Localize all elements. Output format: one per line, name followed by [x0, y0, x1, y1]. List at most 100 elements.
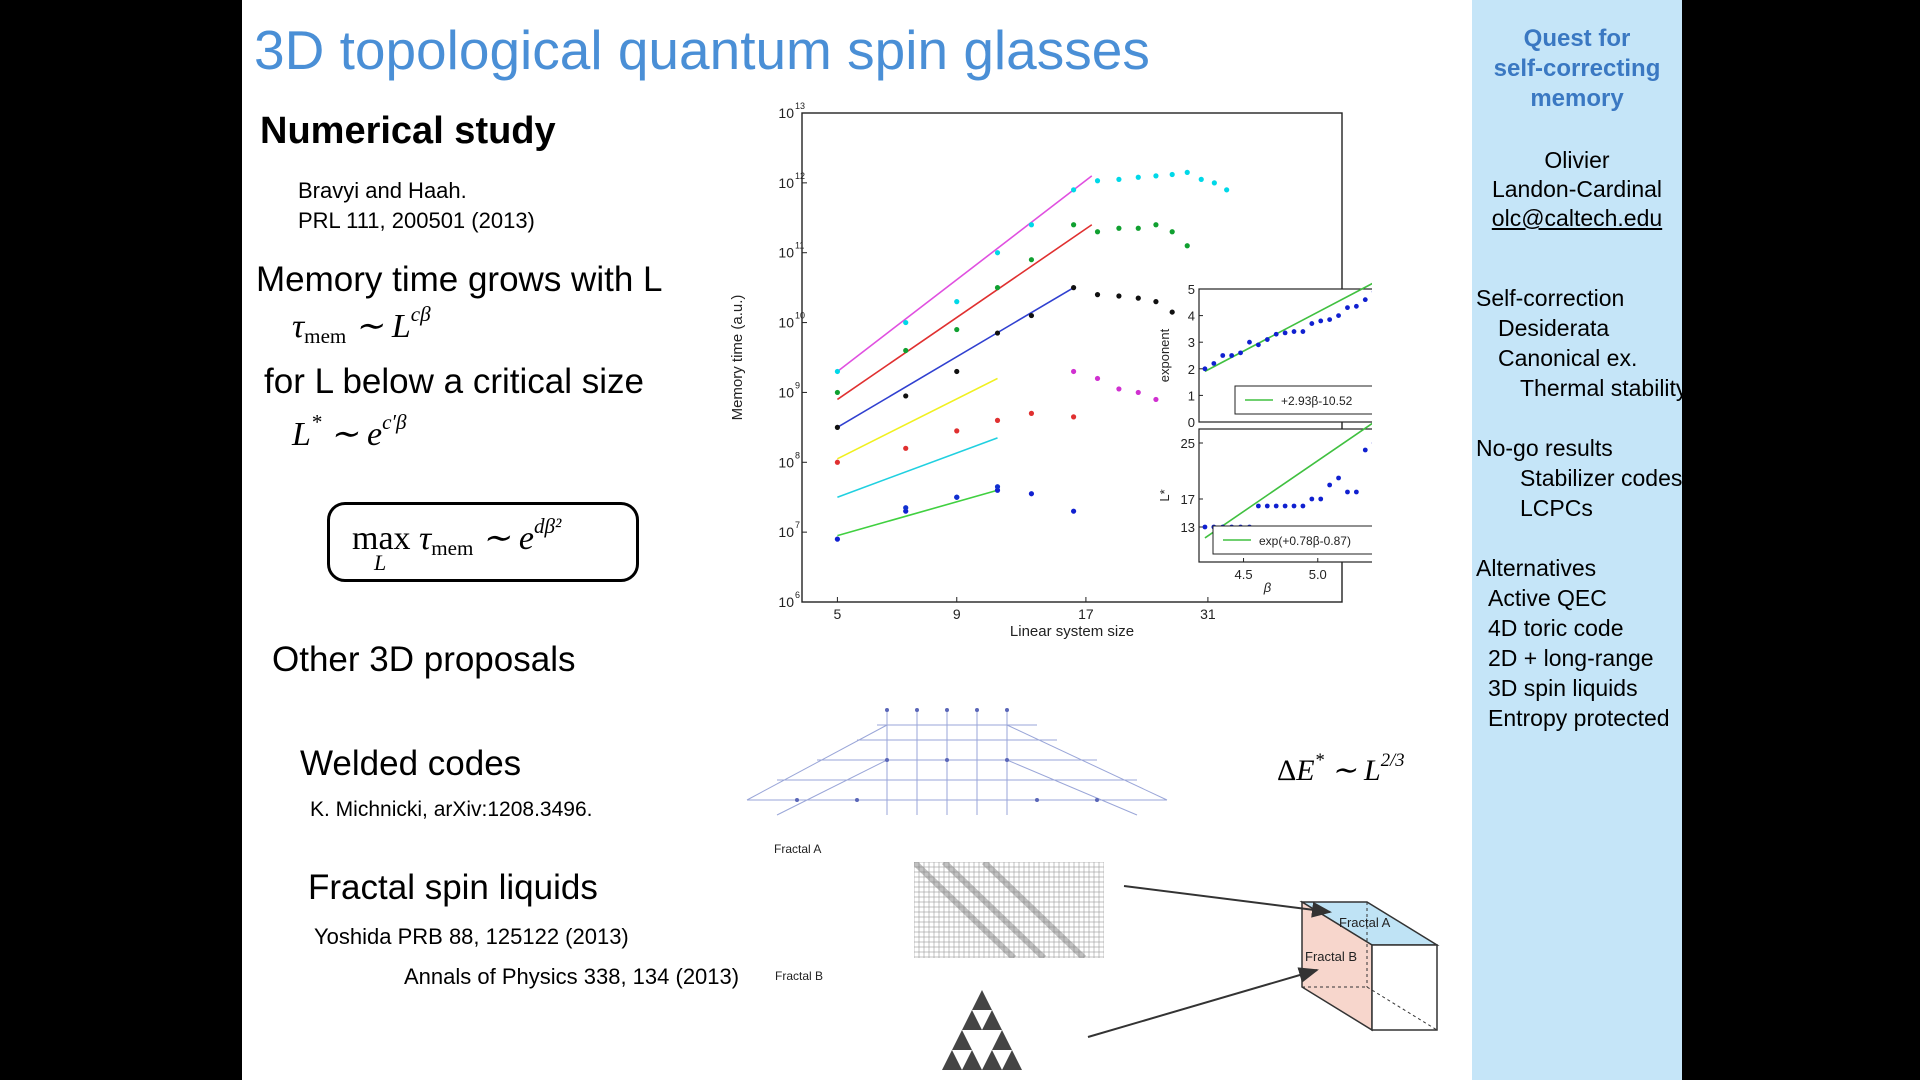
inset-legend-label: +2.93β-10.52 — [1281, 394, 1353, 408]
inset-y-tick-label: 4 — [1188, 309, 1195, 324]
sidebar-title-line: self-correcting — [1493, 55, 1661, 82]
formula-max-tau: max τmem ∼ edβ² — [352, 514, 562, 561]
data-point — [1153, 396, 1159, 403]
sidebar-title: Quest for self-correcting memory — [1472, 24, 1682, 114]
data-point — [1116, 386, 1122, 392]
ref-yoshida-prb: Yoshida PRB 88, 125122 (2013) — [314, 924, 629, 949]
inset-data-point — [1238, 350, 1243, 356]
ref-prl: PRL 111, 200501 (2013) — [298, 208, 535, 233]
fit-line — [836, 224, 1093, 401]
data-point — [1153, 299, 1159, 305]
y-tick-exponent: 10 — [795, 311, 805, 321]
formula-l-star: L* ∼ ec′β — [292, 410, 407, 453]
fit-line — [837, 489, 998, 537]
fit-line — [837, 377, 998, 460]
inset-data-point — [1273, 331, 1279, 337]
data-point — [1169, 229, 1175, 235]
inset-data-point — [1282, 330, 1288, 336]
inset-data-point — [1309, 321, 1315, 326]
outline-item: Active QEC — [1488, 585, 1607, 611]
data-point — [1135, 225, 1141, 231]
inset-data-point — [1291, 503, 1297, 509]
y-tick-exponent: 6 — [795, 590, 800, 600]
data-point — [994, 484, 1001, 490]
inset-data-point — [1362, 447, 1368, 453]
data-point — [954, 428, 960, 434]
inset-data-point — [1264, 503, 1270, 509]
inset-x-label: β — [1263, 580, 1272, 595]
data-point — [1135, 295, 1141, 301]
inset-data-point — [1247, 339, 1252, 345]
author-email-link[interactable]: olc@caltech.edu — [1491, 205, 1663, 231]
data-point — [1169, 171, 1175, 178]
outline-item: Thermal stability — [1520, 375, 1688, 401]
data-point — [1070, 414, 1077, 420]
fractal-b-label: Fractal B — [775, 969, 824, 983]
inset-data-point — [1273, 503, 1279, 509]
data-point — [994, 417, 1001, 423]
data-point — [1211, 180, 1217, 186]
data-point — [1116, 293, 1122, 299]
data-point — [1028, 257, 1035, 263]
data-point — [903, 393, 909, 399]
outline-item: 2D + long-range — [1488, 645, 1654, 671]
sidebar-author: Olivier Landon-Cardinal olc@caltech.edu — [1472, 146, 1682, 233]
inset-data-point — [1336, 475, 1341, 481]
y-tick-label: 10 — [778, 524, 794, 540]
inset-data-point — [1202, 524, 1208, 530]
inset-y-tick-label: 5 — [1188, 282, 1195, 297]
inset-data-point — [1309, 496, 1315, 502]
outline-item: 3D spin liquids — [1488, 675, 1638, 701]
data-point — [1135, 389, 1141, 396]
critical-size-text: for L below a critical size — [264, 362, 644, 401]
ref-yoshida-annals: Annals of Physics 338, 134 (2013) — [404, 964, 740, 989]
data-point — [834, 368, 841, 375]
outline-item: Stabilizer codes — [1520, 465, 1683, 491]
data-point — [1198, 176, 1204, 182]
data-point — [903, 505, 909, 511]
x-tick-label: 31 — [1200, 606, 1216, 622]
slide: 3D topological quantum spin glasses Nume… — [242, 0, 1472, 1080]
outline-item: Entropy protected — [1488, 705, 1670, 731]
inset-data-point — [1318, 318, 1324, 324]
data-point — [954, 494, 960, 500]
data-point — [954, 299, 960, 305]
sidebar-title-line: Quest for — [1523, 25, 1631, 52]
inset-data-point — [1282, 503, 1288, 509]
y-tick-exponent: 11 — [795, 241, 804, 251]
data-point — [834, 389, 841, 396]
data-point — [954, 326, 960, 333]
author-line: Olivier — [1544, 147, 1610, 173]
y-tick-exponent: 9 — [795, 380, 800, 390]
data-point — [994, 250, 1001, 256]
y-tick-label: 10 — [778, 454, 794, 470]
other-proposals-heading: Other 3D proposals — [272, 640, 576, 679]
data-point — [1116, 176, 1122, 182]
y-tick-label: 10 — [778, 105, 794, 121]
data-point — [1153, 222, 1159, 228]
inset-data-point — [1255, 503, 1261, 509]
y-axis-label: Memory time (a.u.) — [729, 295, 746, 421]
data-point — [1094, 229, 1101, 235]
inset-y-label: exponent — [1157, 328, 1172, 382]
data-point — [903, 347, 909, 354]
inset-legend-label: exp(+0.78β-0.87) — [1259, 534, 1351, 548]
inset-data-point — [1327, 317, 1333, 322]
data-point — [1184, 243, 1190, 249]
data-point — [1094, 375, 1101, 382]
cube-fractal-a-label: Fractal A — [1339, 915, 1391, 930]
data-point — [1070, 222, 1077, 228]
formula-tau-mem: τmem ∼ Lcβ — [292, 302, 431, 349]
inset-y-label: L* — [1157, 489, 1172, 501]
x-tick-label: 5 — [834, 606, 842, 622]
data-point — [903, 319, 909, 326]
data-point — [1070, 508, 1077, 514]
fractal-a-grid-image — [914, 862, 1104, 958]
y-tick-exponent: 7 — [795, 520, 800, 530]
y-tick-label: 10 — [778, 594, 794, 610]
data-point — [1094, 292, 1101, 298]
outline-item: No-go results — [1476, 435, 1613, 461]
outline-item: 4D toric code — [1488, 615, 1624, 641]
fractal-a-label: Fractal A — [774, 842, 822, 856]
